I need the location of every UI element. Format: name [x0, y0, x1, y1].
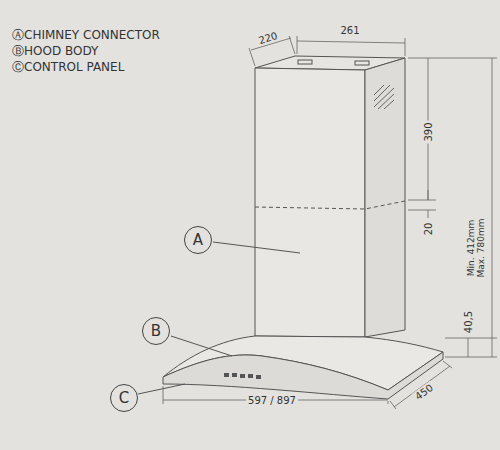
dimension-label: 20: [423, 221, 434, 238]
dimension-lines: [163, 36, 497, 409]
callout-circle: B: [142, 317, 170, 345]
dimension-label: Min. 412mm: [467, 218, 477, 278]
leader-line: [138, 384, 185, 394]
vent-slots: [374, 85, 394, 109]
chimney-front: [255, 68, 365, 337]
dimension-label: Max. 780mm: [477, 216, 487, 279]
leader-line: [171, 336, 232, 356]
dimension-label: 597 / 897: [246, 395, 298, 406]
hood-rim: [163, 352, 443, 399]
chimney-side: [365, 58, 405, 337]
dimension-label: 390: [423, 120, 434, 143]
part-name: ⒷHOOD BODY: [12, 45, 98, 58]
dimension-label: 450: [411, 381, 436, 403]
part-name: ⒸCONTROL PANEL: [12, 61, 124, 74]
callout-letter: A: [193, 233, 203, 248]
dimension-label: 40,5: [463, 309, 474, 335]
chimney-joint: [255, 201, 405, 209]
part-name: ⒶCHIMNEY CONNECTOR: [12, 29, 160, 42]
callout-letter: B: [151, 324, 161, 339]
dimension-label: 261: [338, 25, 361, 36]
callout-circle: A: [184, 226, 212, 254]
callout-letter: C: [119, 391, 129, 406]
chimney-bracket: [355, 61, 369, 65]
callout-circle: C: [110, 384, 138, 412]
control-buttons: [224, 373, 261, 379]
leader-line: [213, 242, 300, 253]
chimney-bracket: [298, 60, 312, 64]
dimension-label: 220: [255, 29, 280, 46]
